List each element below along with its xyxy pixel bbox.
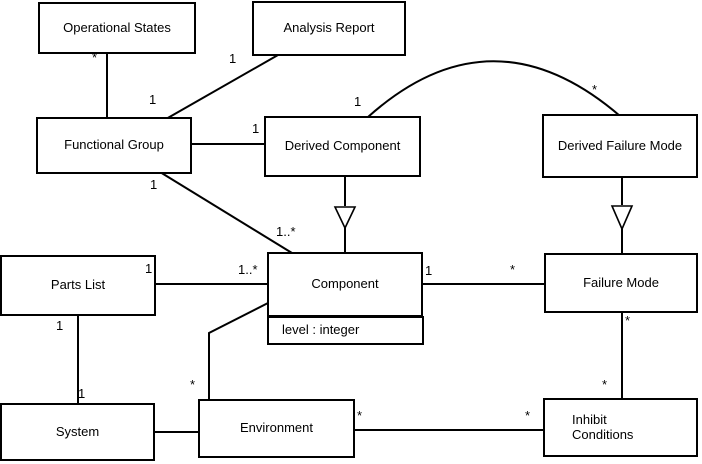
association-component-env (208, 302, 269, 401)
multiplicity-label: * (592, 82, 598, 97)
association-fg-component (159, 171, 293, 254)
class-inhibit-conditions[interactable]: Inhibit Conditions (543, 398, 698, 457)
class-name-label: Derived Failure Mode (557, 137, 683, 153)
association-ar-fg (165, 54, 279, 120)
multiplicity-label: 1 (149, 92, 157, 107)
class-failure-mode[interactable]: Failure Mode (544, 253, 698, 313)
multiplicity-label: 1..* (238, 262, 258, 277)
class-name-label-line1: Inhibit (572, 411, 607, 427)
multiplicity-label: * (525, 408, 531, 423)
multiplicity-label: * (92, 50, 98, 65)
multiplicity-label: 1 (150, 177, 158, 192)
multiplicity-label: * (602, 377, 608, 392)
generalization-arrow-component (333, 206, 357, 230)
class-name-label: Derived Component (284, 138, 401, 154)
class-name-label: Operational States (63, 19, 171, 35)
multiplicity-label: 1 (252, 121, 260, 136)
multiplicity-label: * (190, 377, 196, 392)
multiplicity-label: 1 (425, 263, 433, 278)
class-derived-failure-mode[interactable]: Derived Failure Mode (542, 114, 698, 178)
class-name-label: System (55, 423, 100, 439)
multiplicity-label: 1 (56, 318, 64, 333)
multiplicity-label: 1 (78, 386, 86, 401)
class-environment[interactable]: Environment (198, 399, 355, 458)
class-system[interactable]: System (0, 403, 155, 461)
multiplicity-label: 1 (229, 51, 237, 66)
class-functional-group[interactable]: Functional Group (36, 117, 192, 174)
class-name-label: Environment (240, 420, 313, 436)
class-component-attributes[interactable]: level : integer (267, 316, 424, 345)
multiplicity-label: 1 (145, 261, 153, 276)
class-derived-component[interactable]: Derived Component (264, 116, 421, 177)
class-name-label: Analysis Report (283, 20, 375, 36)
class-operational-states[interactable]: Operational States (38, 2, 196, 54)
multiplicity-label: 1..* (276, 224, 296, 239)
generalization-arrow-failure-mode (610, 205, 634, 232)
class-analysis-report[interactable]: Analysis Report (252, 1, 406, 56)
multiplicity-label: * (625, 313, 631, 328)
class-name-label: Component (311, 276, 379, 292)
multiplicity-label: * (510, 262, 516, 277)
attribute-label: level : integer (282, 322, 360, 338)
multiplicity-label: * (357, 408, 363, 423)
multiplicity-label: 1 (354, 94, 362, 109)
class-component[interactable]: Component (267, 252, 423, 317)
association-dc-dfm-arc (367, 60, 621, 118)
class-name-label: Failure Mode (583, 274, 659, 290)
class-name-label: Functional Group (64, 137, 164, 153)
class-parts-list[interactable]: Parts List (0, 255, 156, 316)
class-name-label: Parts List (50, 277, 106, 293)
class-name-label-line2: Conditions (572, 426, 634, 442)
